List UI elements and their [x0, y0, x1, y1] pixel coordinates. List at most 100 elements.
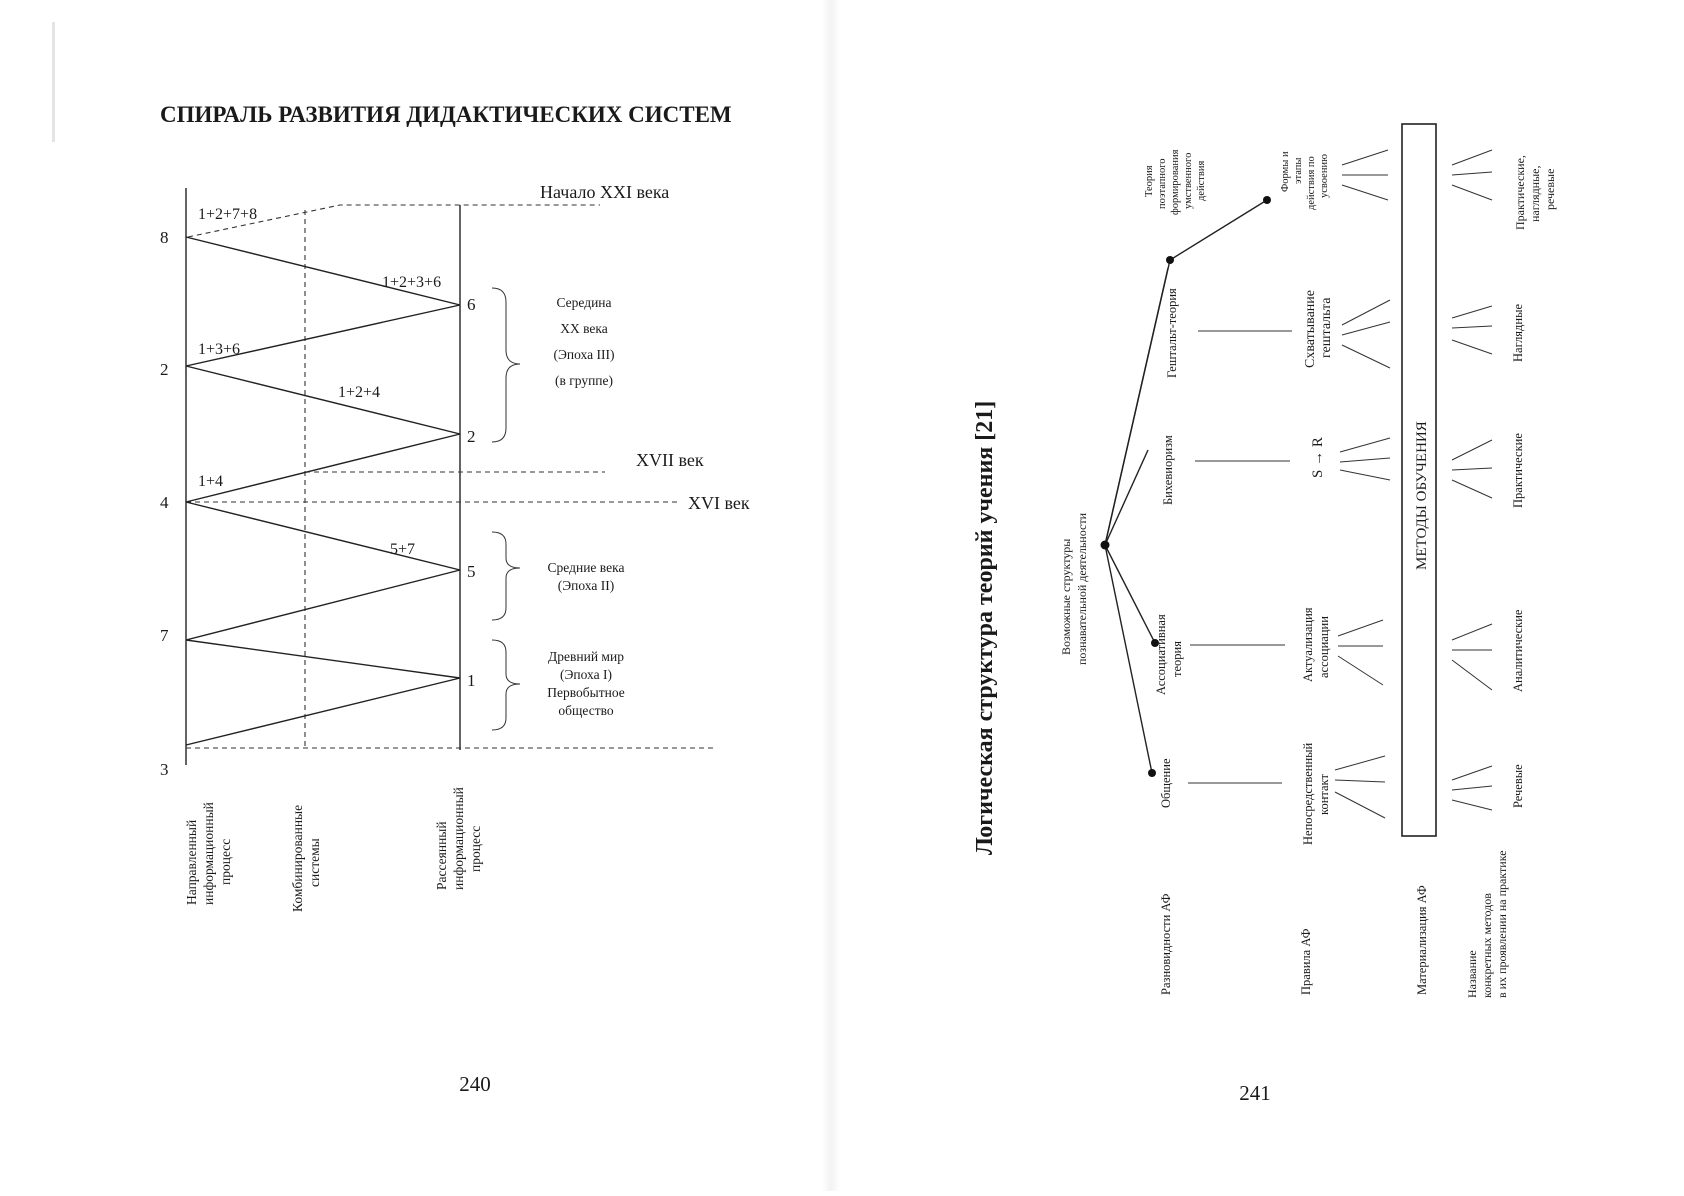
caption-line: Рассеянный	[434, 821, 449, 890]
page-number-240: 240	[459, 1072, 491, 1096]
rule-label: Актуализация	[1301, 607, 1315, 682]
left-number-8: 8	[160, 228, 169, 247]
spiral-diagram: СПИРАЛЬ РАЗВИТИЯ ДИДАКТИЧЕСКИХ СИСТЕМ 8 …	[160, 102, 750, 1096]
caption-line: Направленный	[184, 820, 199, 905]
theory-label: Общение	[1159, 758, 1173, 808]
method-combined: Практические, наглядные, речевые	[1513, 155, 1557, 230]
caption-line: информационный	[201, 802, 216, 905]
root-label-line: познавательной деятельности	[1075, 512, 1089, 665]
rule-association: Актуализация ассоциации	[1301, 607, 1331, 682]
right-page-title: Логическая структура теорий учения [21]	[972, 401, 998, 855]
caption-line: информационный	[451, 787, 466, 890]
brace-text: Середина	[556, 295, 611, 310]
brace-label-ancient: Древний мир (Эпоха I) Первобытное общест…	[547, 649, 625, 718]
rule-label: Непосредственный	[1301, 742, 1315, 845]
node-gestalt	[1166, 256, 1174, 264]
theory-label: Бихевиоризм	[1161, 435, 1175, 505]
method-label: Практические,	[1513, 155, 1527, 230]
brace-mid-xx	[491, 287, 521, 443]
page-edge-mark	[52, 22, 55, 142]
method-label: Речевые	[1511, 764, 1525, 808]
brace-text: (в группе)	[555, 373, 613, 388]
theory-label: поэтапного	[1157, 158, 1168, 209]
right-number-2: 2	[467, 427, 476, 446]
method-label: Практические	[1511, 433, 1525, 508]
right-number-6: 6	[467, 295, 476, 314]
page-number-241: 241	[1239, 1081, 1271, 1105]
row-label: в их проявлении на практике	[1495, 850, 1509, 998]
row-label: Материализация АФ	[1415, 885, 1429, 995]
left-number-3: 3	[160, 760, 169, 779]
book-gutter	[822, 0, 840, 1191]
brace-text: Средние века	[548, 560, 625, 575]
root-label: Возможные структуры познавательной деяте…	[1059, 512, 1089, 665]
dash-xxi	[187, 204, 600, 238]
root-label-line: Возможные структуры	[1059, 539, 1073, 655]
rule-gestalt: Схватывание гештальта	[1303, 290, 1334, 368]
left-number-2: 2	[160, 360, 169, 379]
left-number-4: 4	[160, 493, 169, 512]
theory-label: умственного	[1183, 153, 1194, 209]
theory-label: Ассоциативная	[1154, 614, 1168, 695]
caption-line: системы	[307, 838, 322, 887]
method-label: речевые	[1543, 169, 1557, 210]
left-number-7: 7	[160, 626, 169, 645]
row-label: конкретных методов	[1480, 893, 1494, 998]
theory-stepwise: Теория поэтапного формирования умственно…	[1144, 149, 1207, 215]
brace-text: (Эпоха III)	[554, 347, 615, 362]
brace-text: (Эпоха I)	[560, 667, 612, 682]
segment-label: 1+2+4	[338, 384, 380, 401]
method-label: Наглядные	[1511, 303, 1525, 362]
rule-label: действия по	[1306, 156, 1317, 210]
method-label: Аналитические	[1511, 609, 1525, 692]
caption-directed: Направленный информационный процесс	[184, 802, 233, 905]
brace-text: Первобытное	[547, 685, 625, 700]
caption-dispersed: Рассеянный информационный процесс	[434, 787, 483, 890]
segment-label: 5+7	[390, 541, 415, 558]
brace-middle-ages	[491, 531, 521, 621]
rule-labels: Непосредственный контакт Актуализация ас…	[1280, 151, 1334, 845]
era-label-xvii: XVII век	[636, 450, 704, 470]
right-number-5: 5	[467, 562, 476, 581]
row-label-methods: Название конкретных методов в их проявле…	[1465, 850, 1509, 998]
rule-label: ассоциации	[1317, 616, 1331, 678]
rule-stepwise: Формы и этапы действия по усвоению	[1280, 151, 1330, 210]
row-labels: Разновидности АФ Правила АФ Материализац…	[1159, 850, 1509, 998]
segment-label: 1+2+7+8	[198, 206, 257, 223]
rule-label: этапы	[1293, 158, 1304, 184]
method-labels: Речевые Аналитические Практические Нагля…	[1511, 155, 1557, 808]
right-number-1: 1	[467, 671, 476, 690]
theory-label: Теория	[1144, 165, 1155, 197]
caption-line: процесс	[218, 839, 233, 885]
methods-bar-label: МЕТОДЫ ОБУЧЕНИЯ	[1414, 421, 1430, 570]
theory-label: формирования	[1170, 149, 1181, 215]
rule-label: контакт	[1317, 774, 1331, 815]
era-label-xxi: Начало XXI века	[540, 182, 669, 202]
rule-label: S → R	[1310, 437, 1326, 478]
brace-label-mid-xx: Середина XX века (Эпоха III) (в группе)	[554, 295, 615, 388]
theory-associative: Ассоциативная теория	[1154, 614, 1184, 695]
rule-label: Схватывание	[1303, 290, 1318, 368]
left-page-title: СПИРАЛЬ РАЗВИТИЯ ДИДАКТИЧЕСКИХ СИСТЕМ	[160, 102, 732, 127]
caption-line: Комбинированные	[290, 805, 305, 912]
rule-label: Формы и	[1280, 151, 1291, 192]
brace-text: Древний мир	[548, 649, 624, 664]
method-label: наглядные,	[1528, 166, 1542, 222]
theory-label: теория	[1170, 641, 1184, 677]
brace-text: общество	[558, 703, 614, 718]
caption-line: процесс	[468, 826, 483, 872]
theory-label: Гештальт-теория	[1165, 288, 1179, 378]
rule-label: гештальта	[1319, 297, 1334, 358]
segment-label: 1+4	[198, 473, 223, 490]
brace-text: XX века	[560, 321, 608, 336]
row-label: Правила АФ	[1299, 928, 1313, 995]
right-page: Логическая структура теорий учения [21] …	[830, 0, 1684, 1191]
method-fan-lines	[1451, 149, 1493, 811]
node-associative	[1151, 639, 1159, 647]
node-communication	[1148, 769, 1156, 777]
methods-bar	[1401, 123, 1437, 837]
left-page: СПИРАЛЬ РАЗВИТИЯ ДИДАКТИЧЕСКИХ СИСТЕМ 8 …	[0, 0, 830, 1191]
theory-rule-connectors	[1188, 330, 1292, 784]
segment-label: 1+2+3+6	[382, 274, 441, 291]
row-label: Название	[1465, 950, 1479, 998]
